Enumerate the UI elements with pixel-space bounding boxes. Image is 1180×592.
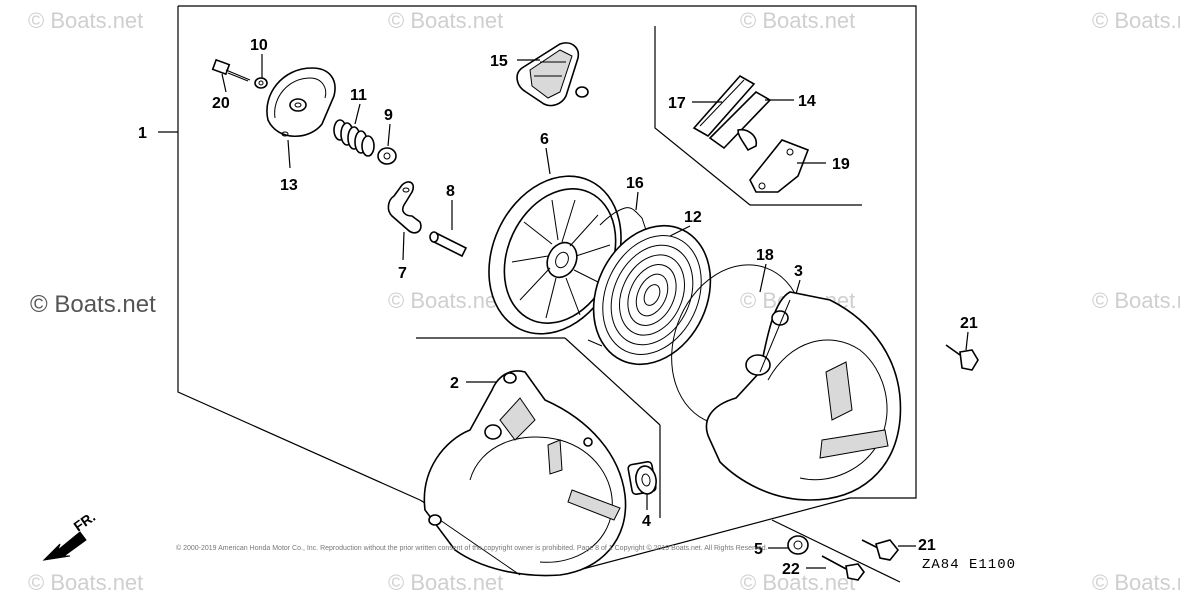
part-20-bolt	[211, 58, 251, 82]
callout-4: 4	[642, 513, 651, 530]
callout-19: 19	[832, 156, 850, 173]
copyright-text: © 2000-2019 American Honda Motor Co., In…	[176, 544, 768, 552]
callout-10: 10	[250, 37, 268, 54]
part-12-spring	[587, 224, 712, 366]
part-22-bolt	[821, 555, 865, 581]
callout-7: 7	[398, 265, 407, 282]
callout-1: 1	[138, 125, 147, 142]
callouts: 1 10 20 13 11 9 7 8 15 6 16 12 18 3 21 2…	[138, 37, 978, 578]
callout-21-lower: 21	[918, 537, 936, 554]
watermark: © Boats.net	[28, 8, 143, 33]
part-15-handle	[516, 42, 589, 107]
callout-17: 17	[668, 95, 686, 112]
front-arrow-icon	[42, 531, 87, 561]
part-13-ratchet-plate	[266, 67, 336, 137]
part-14-grip	[708, 91, 772, 152]
part-16-rope	[599, 207, 647, 231]
watermark: © Boats.net	[388, 570, 503, 592]
part-21-bolt-lower	[861, 539, 900, 561]
part-19-bracket	[749, 139, 810, 193]
callout-3: 3	[794, 263, 803, 280]
part-9-washer	[377, 147, 397, 165]
callout-15: 15	[490, 53, 508, 70]
watermark: © Boats.net	[388, 288, 503, 313]
part-5-nut	[787, 535, 809, 555]
direction-indicator: FR.	[42, 508, 99, 561]
callout-2: 2	[450, 375, 459, 392]
callout-20: 20	[212, 95, 230, 112]
callout-6: 6	[540, 131, 549, 148]
part-11-spring	[333, 119, 375, 157]
watermark-strong: © Boats.net	[30, 291, 156, 318]
watermark: © Boats.net	[1092, 8, 1180, 33]
callout-18: 18	[756, 247, 774, 264]
watermark: © Boats.net	[28, 570, 143, 592]
part-4-collar	[627, 460, 657, 496]
watermark: © Boats.net	[740, 8, 855, 33]
watermark: © Boats.net	[1092, 570, 1180, 592]
callout-8: 8	[446, 183, 455, 200]
watermark: © Boats.net	[1092, 288, 1180, 313]
part-2-cover	[423, 370, 627, 577]
callout-9: 9	[384, 107, 393, 124]
part-10-washer	[254, 77, 268, 89]
callout-16: 16	[626, 175, 644, 192]
callout-21-upper: 21	[960, 315, 978, 332]
callout-13: 13	[280, 177, 298, 194]
watermark-layer: © Boats.net © Boats.net © Boats.net © Bo…	[28, 8, 1180, 592]
part-17-grip	[692, 74, 756, 138]
direction-label: FR.	[71, 508, 99, 534]
part-7-ratchet	[387, 181, 422, 234]
watermark: © Boats.net	[740, 570, 855, 592]
callout-5: 5	[754, 541, 763, 558]
part-21-bolt-upper	[945, 344, 979, 371]
callout-12: 12	[684, 209, 702, 226]
callout-11: 11	[350, 87, 367, 104]
callout-14: 14	[798, 93, 816, 110]
watermark: © Boats.net	[388, 8, 503, 33]
part-3-case	[705, 291, 902, 501]
diagram-code: ZA84 E1100	[922, 557, 1016, 573]
callout-22: 22	[782, 561, 800, 578]
leader-lines	[158, 54, 969, 569]
part-6-reel	[488, 175, 622, 335]
bottom-divider	[771, 519, 901, 583]
part-8-pin	[429, 231, 468, 258]
